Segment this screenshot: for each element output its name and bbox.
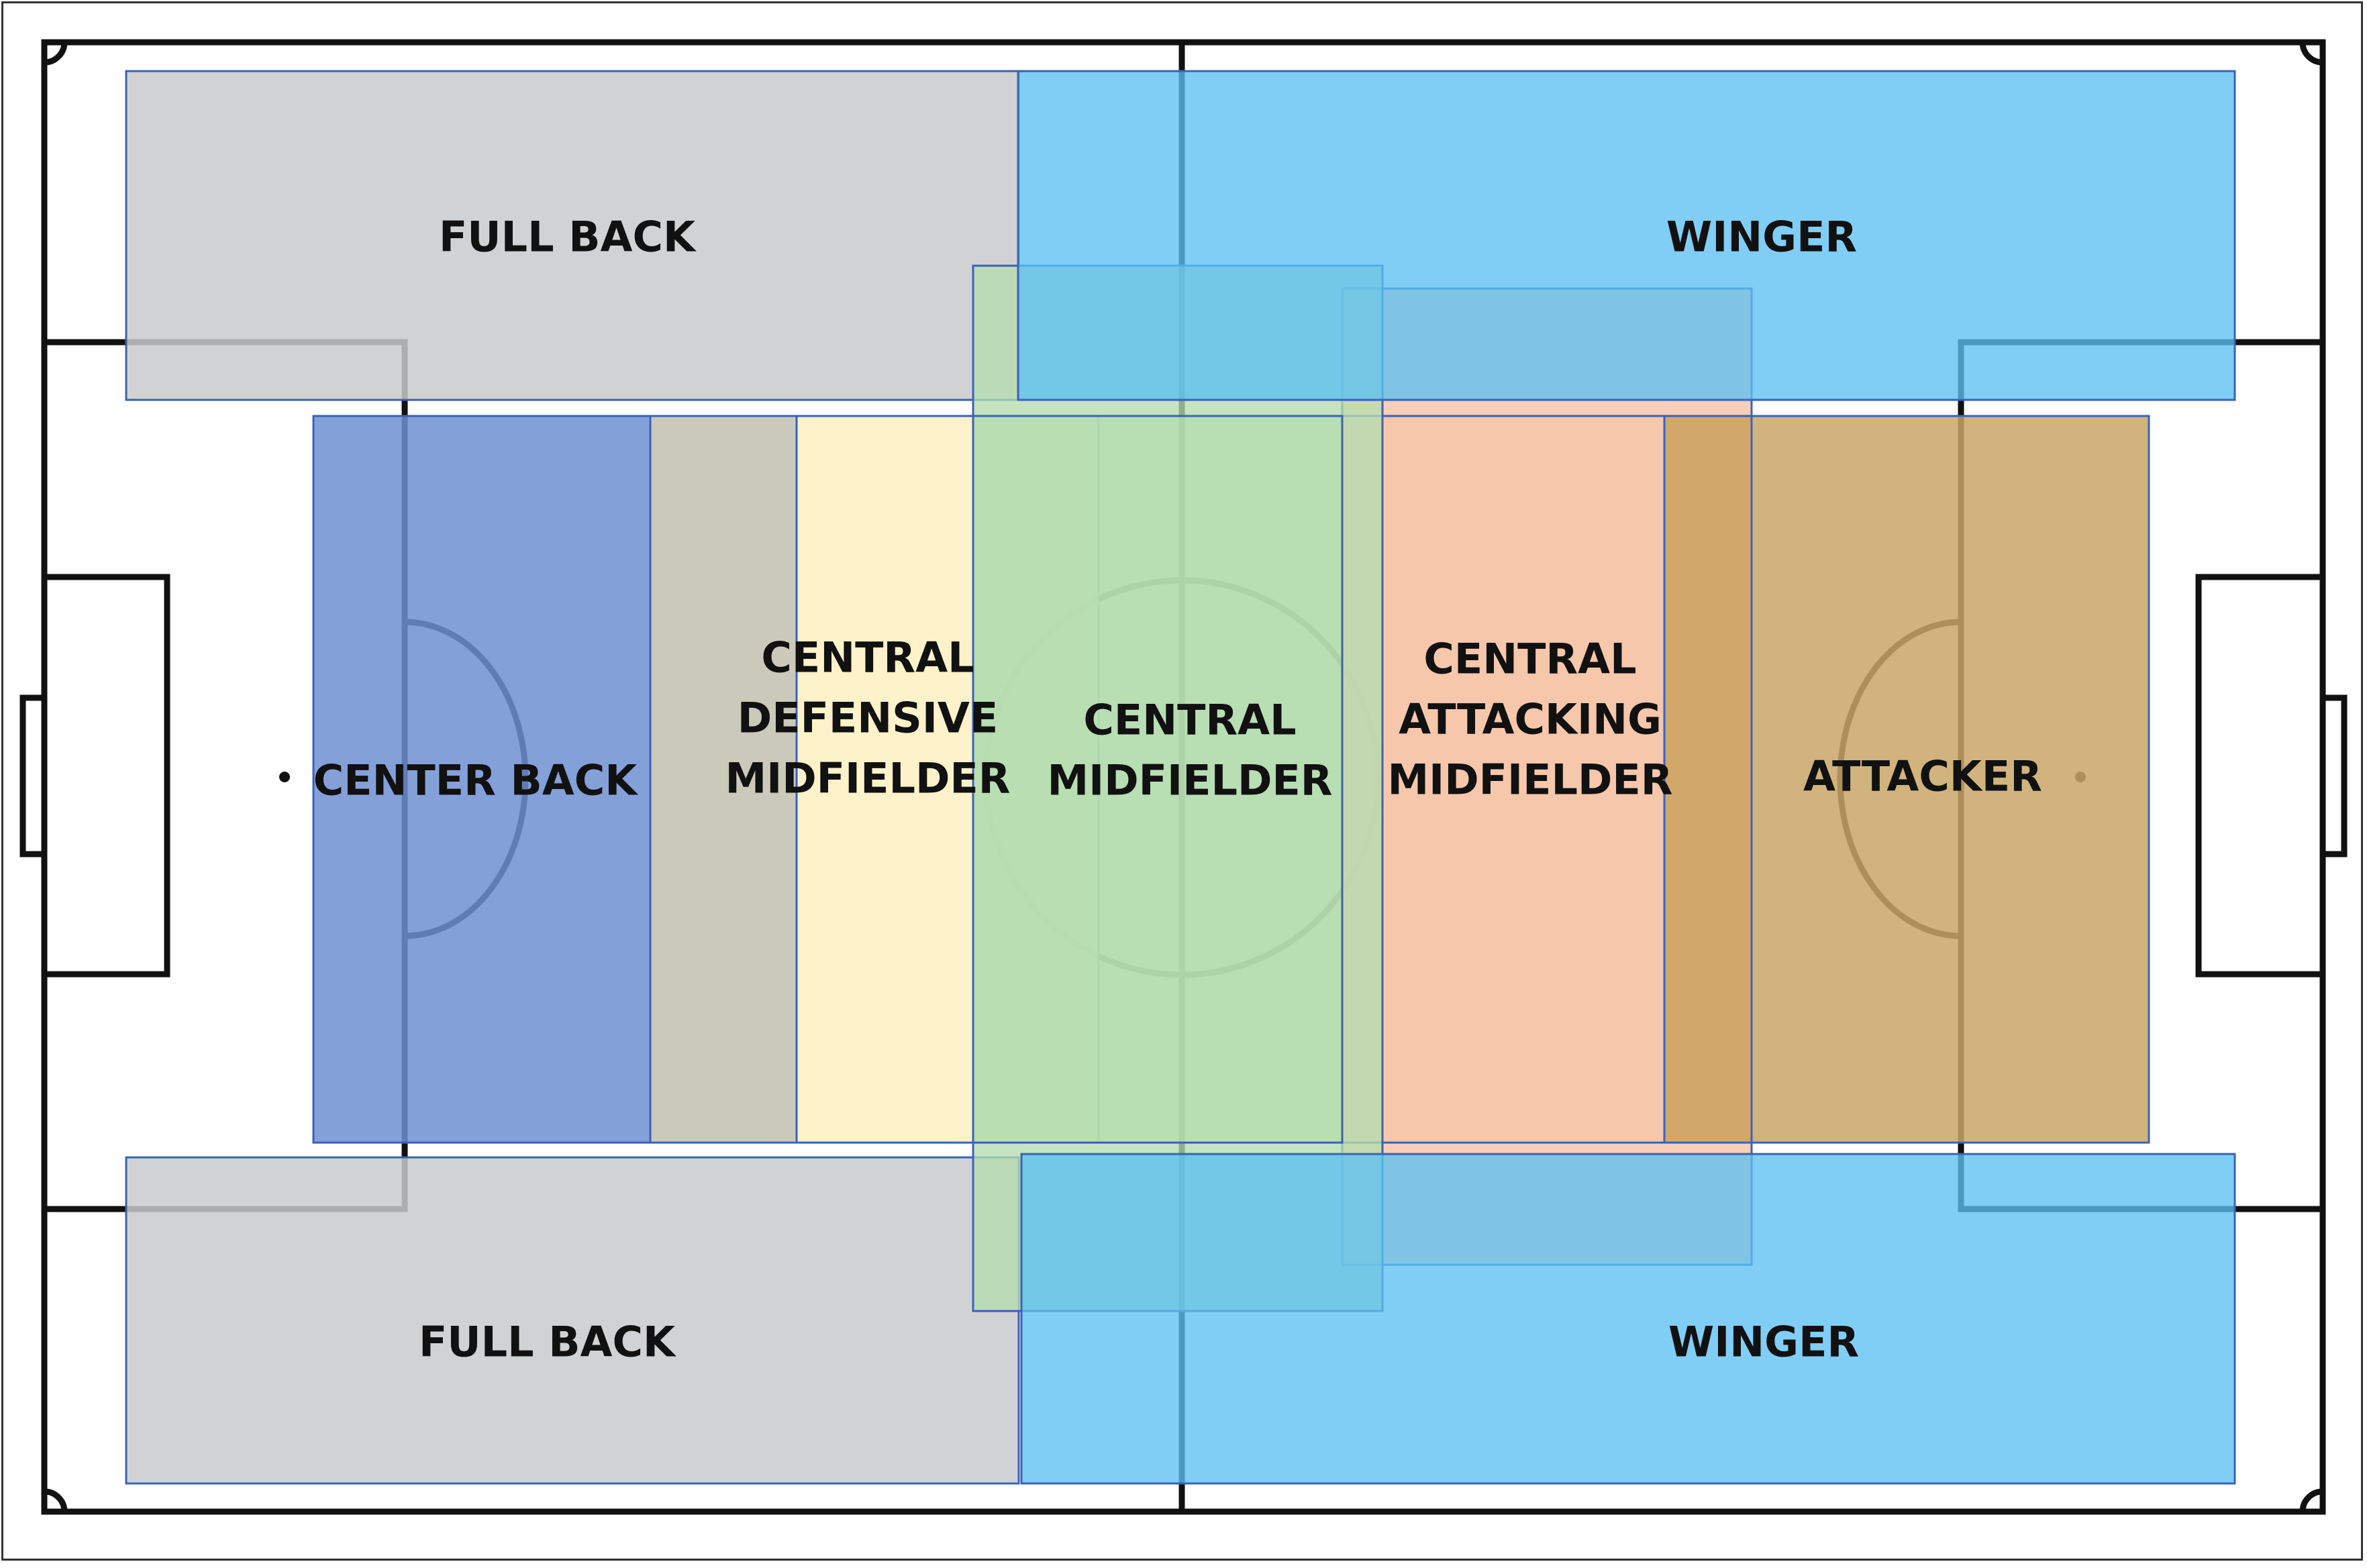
zone-label-line: DEFENSIVE	[738, 694, 998, 743]
goal-left	[19, 694, 48, 857]
zone-label-full-back-bottom: FULL BACK	[419, 1318, 676, 1367]
zone-label-central-attacking-midfielder: CENTRAL ATTACKING MIDFIELDER	[1387, 635, 1672, 804]
zone-label-line: CENTRAL	[1083, 696, 1296, 745]
zone-label-winger-bottom: WINGER	[1668, 1318, 1859, 1367]
zone-full-back-bottom	[125, 1156, 1020, 1485]
zone-winger-top	[1017, 70, 2236, 401]
zone-label-line: ATTACKER	[1803, 752, 2042, 801]
zone-center-back	[312, 415, 652, 1144]
zone-label-central-defensive-midfielder: CENTRAL DEFENSIVE MIDFIELDER	[725, 633, 1010, 803]
corner-arc-bottom-left	[41, 1488, 68, 1515]
corner-arc-top-left	[41, 39, 68, 66]
zone-label-line: CENTRAL	[1423, 635, 1636, 684]
zone-attacker-part-1	[1663, 415, 1753, 1144]
zone-label-line: CENTER BACK	[313, 756, 638, 805]
zone-label-line: FULL BACK	[439, 213, 697, 262]
zone-label-central-midfielder: CENTRAL MIDFIELDER	[1047, 696, 1332, 805]
goal-right	[2319, 694, 2348, 857]
zone-central-midfielder-part-1	[972, 415, 1344, 1144]
zone-label-line: MIDFIELDER	[725, 754, 1010, 803]
zone-label-line: MIDFIELDER	[1047, 756, 1332, 805]
zone-winger-bottom	[1020, 1153, 2236, 1485]
corner-arc-top-right	[2299, 39, 2326, 66]
corner-arc-bottom-right	[2299, 1488, 2326, 1515]
zone-label-line: FULL BACK	[419, 1318, 676, 1367]
zone-label-full-back-top: FULL BACK	[439, 213, 697, 262]
zone-label-line: CENTRAL	[761, 633, 974, 682]
zone-label-attacker: ATTACKER	[1803, 752, 2042, 801]
penalty-spot-left	[279, 772, 290, 782]
zone-label-line: ATTACKING	[1399, 695, 1662, 744]
zone-label-line: MIDFIELDER	[1387, 755, 1672, 804]
zone-label-winger-top: WINGER	[1666, 213, 1857, 262]
zone-label-line: WINGER	[1668, 1318, 1859, 1367]
zone-central-defensive-midfielder	[649, 415, 798, 1144]
zone-label-center-back: CENTER BACK	[313, 756, 638, 805]
zone-label-line: WINGER	[1666, 213, 1857, 262]
